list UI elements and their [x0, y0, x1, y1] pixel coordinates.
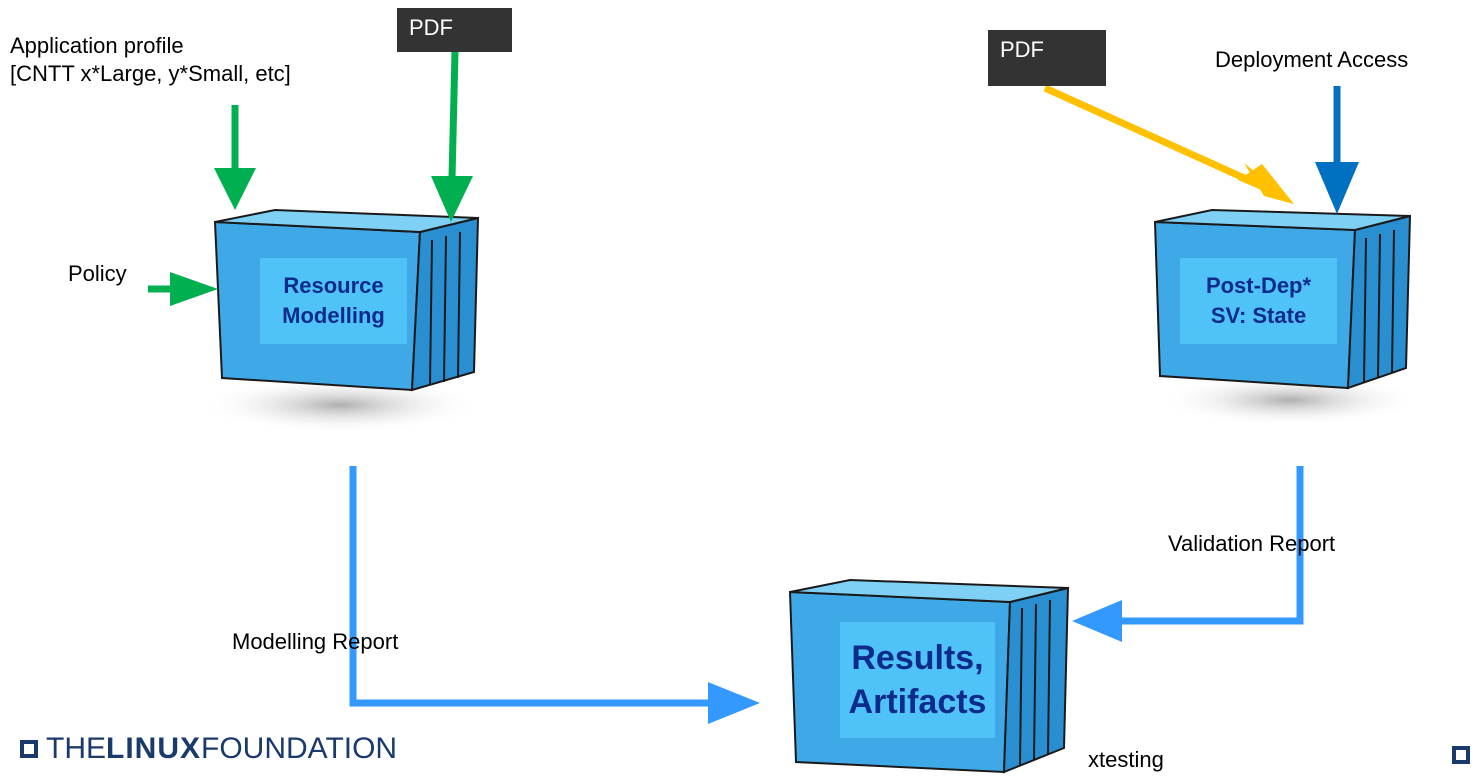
policy-label: Policy: [68, 261, 127, 286]
app-profile-label-line2: [CNTT x*Large, y*Small, etc]: [10, 61, 291, 86]
postdep-title: Post-Dep* SV: State: [1180, 258, 1337, 344]
linux-foundation-logo-icon-right: [1452, 746, 1474, 768]
lightblue-arrow-validation: [1072, 466, 1304, 642]
lightblue-arrow-modelling: [349, 466, 760, 724]
pdf-box-left: PDF: [397, 8, 512, 52]
resource-title-line1: Resource: [283, 273, 384, 298]
resource-title-line2: Modelling: [282, 303, 385, 328]
results-artifacts-title: Results, Artifacts: [840, 622, 995, 738]
logo-foundation: FOUNDATION: [201, 732, 398, 765]
orange-arrow-pdf: [1043, 84, 1294, 204]
green-arrow-pdf: [431, 51, 473, 222]
green-arrow-policy: [148, 272, 218, 306]
modelling-report-label: Modelling Report: [232, 629, 399, 654]
resource-modelling-title: Resource Modelling: [260, 258, 407, 344]
logo-the: THE: [46, 732, 106, 765]
results-title-line1: Results,: [851, 639, 984, 677]
deployment-access-label: Deployment Access: [1215, 47, 1409, 72]
square-logo-icon: [1452, 746, 1470, 764]
results-title-line2: Artifacts: [848, 683, 987, 721]
blue-arrow-access: [1315, 86, 1359, 214]
postdep-title-line2: SV: State: [1210, 303, 1307, 328]
pdf-box-right: PDF: [988, 30, 1106, 86]
logo-linux: LINUX: [106, 732, 201, 765]
linux-foundation-logo-icon: [20, 740, 38, 758]
xtesting-label: xtesting: [1088, 747, 1164, 772]
green-arrow-profile: [214, 105, 256, 210]
linux-foundation-logo: THE LINUX FOUNDATION: [20, 732, 397, 766]
validation-report-label: Validation Report: [1168, 531, 1336, 556]
app-profile-label-line1: Application profile: [10, 33, 184, 58]
postdep-title-line1: Post-Dep*: [1205, 273, 1312, 298]
